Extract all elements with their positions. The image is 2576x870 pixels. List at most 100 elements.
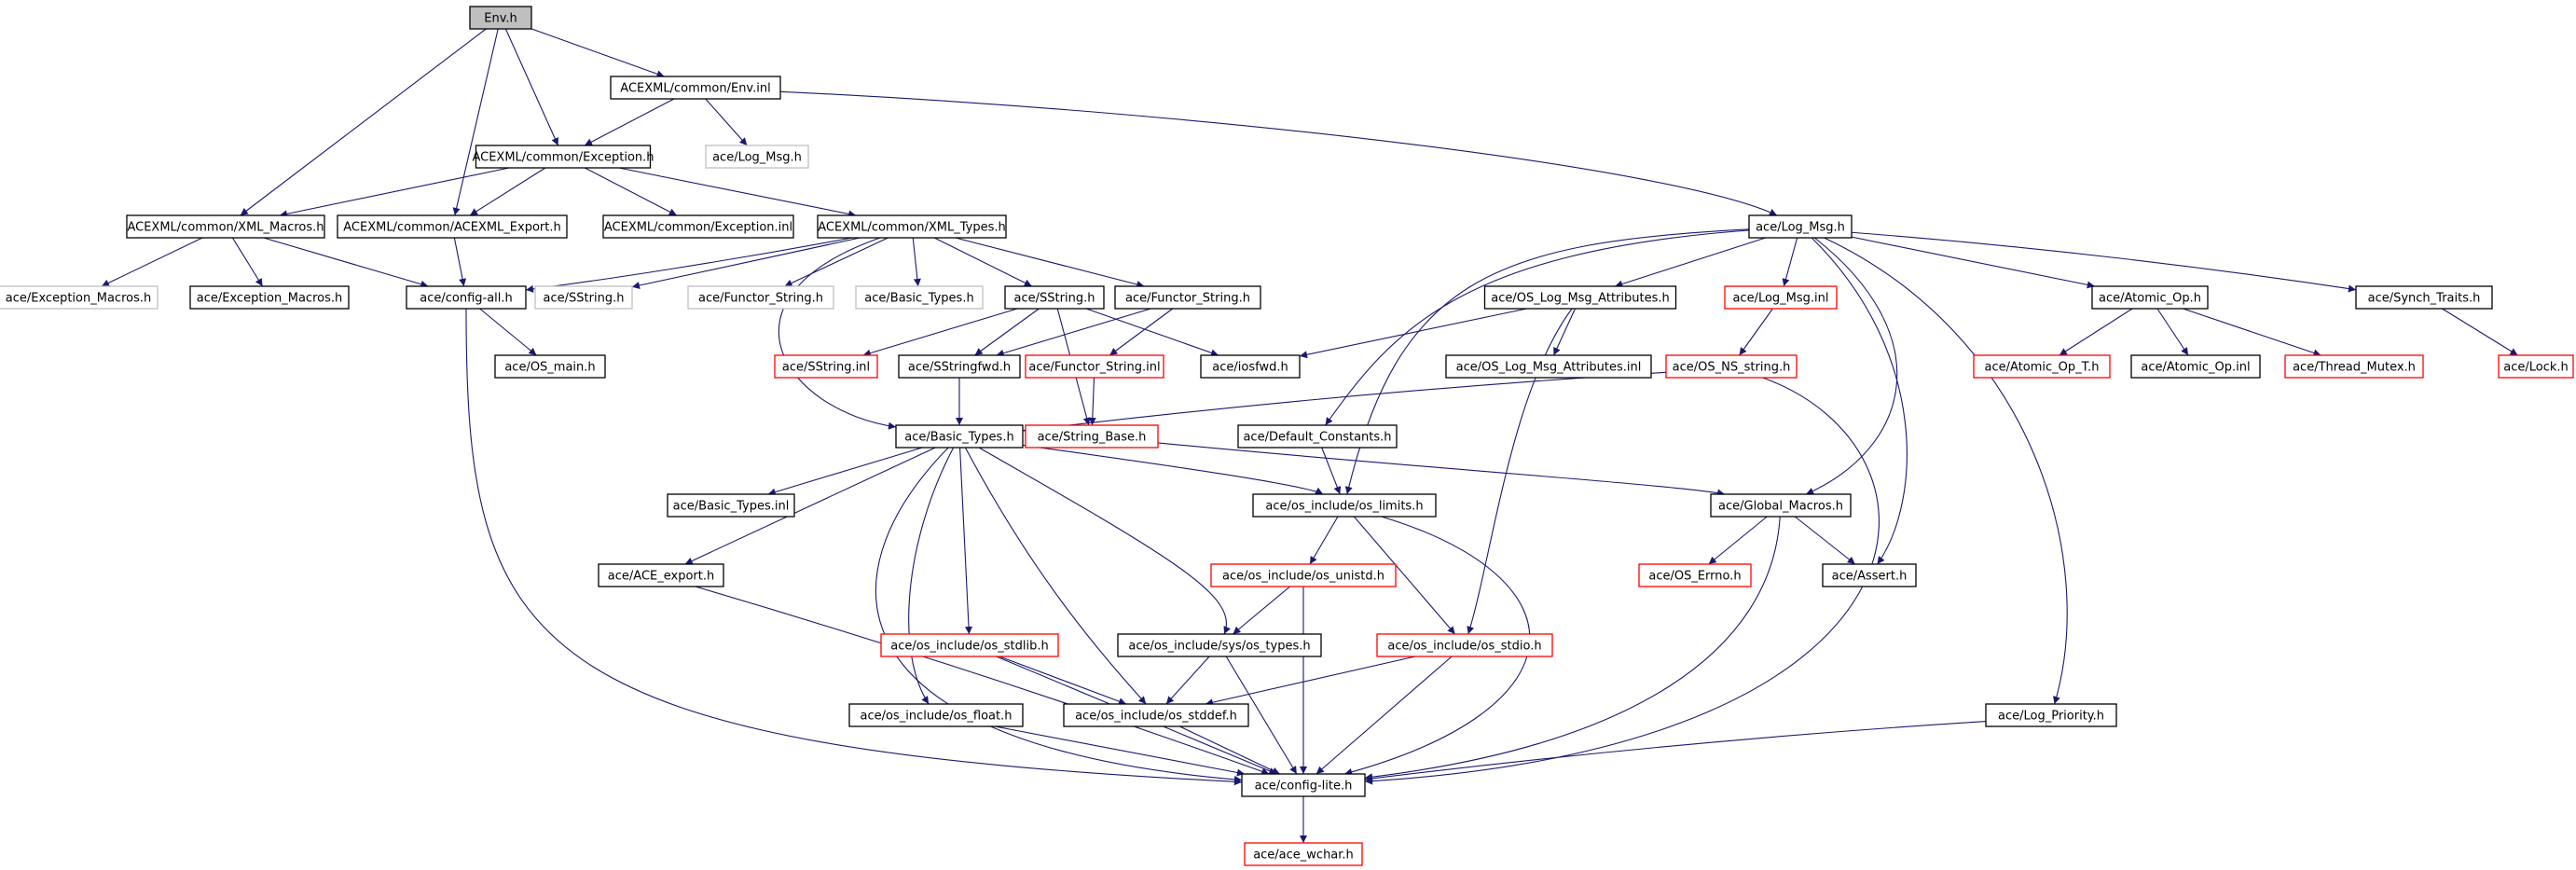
edge-acexml_export_h-to-config_all_h: [453, 237, 467, 287]
node-label: ace/Log_Msg.h: [712, 151, 802, 165]
node-xml_types_h[interactable]: ACEXML/common/XML_Types.h: [817, 214, 1007, 239]
node-box: [1252, 493, 1437, 518]
node-basic_types_inl[interactable]: ace/Basic_Types.inl: [667, 493, 795, 518]
node-label: ace/os_include/os_float.h: [860, 710, 1012, 724]
edge-os_log_msg_attr_h-to-os_stdio_h: [1467, 308, 1573, 635]
edge-atomic_op_h-to-thread_mutex_h: [2183, 308, 2321, 357]
node-label: ace/ace_wchar.h: [1253, 849, 1354, 863]
edge-basic_types_h-to-basic_types_inl: [767, 447, 923, 496]
node-iosfwd_h[interactable]: ace/iosfwd.h: [1200, 354, 1301, 379]
node-box: [1483, 285, 1677, 310]
node-sstring_h_ext[interactable]: ace/SString.h: [534, 285, 633, 310]
node-os_log_msg_attr_h[interactable]: ace/OS_Log_Msg_Attributes.h: [1483, 285, 1677, 310]
node-exc_macros_ext[interactable]: ace/Exception_Macros.h: [0, 285, 158, 310]
node-label: ace/Exception_Macros.h: [6, 292, 151, 306]
node-assert_h[interactable]: ace/Assert.h: [1822, 563, 1917, 587]
node-box: [1822, 563, 1917, 587]
node-os_stdlib_h[interactable]: ace/os_include/os_stdlib.h: [880, 633, 1059, 657]
edge-xml_macros_h-to-exc_macros_h: [231, 237, 264, 287]
node-box: [1025, 354, 1164, 379]
edge-env_h-to-xml_macros_h: [240, 28, 487, 216]
node-default_constants_h[interactable]: ace/Default_Constants.h: [1237, 424, 1398, 449]
node-label: ace/Functor_String.h: [1125, 292, 1250, 306]
node-log_msg_h[interactable]: ace/Log_Msg.h: [1748, 214, 1853, 239]
node-exception_inl[interactable]: ACEXML/common/Exception.inl: [602, 214, 794, 239]
node-atomic_op_t_h[interactable]: ace/Atomic_Op_T.h: [1973, 354, 2111, 379]
node-box: [406, 285, 527, 310]
node-label: ace/OS_NS_string.h: [1673, 361, 1791, 375]
node-layer: Env.hACEXML/common/Env.inlACEXML/common/…: [0, 6, 2574, 866]
edge-log_msg_h-to-os_log_msg_attr_h: [1615, 237, 1766, 288]
node-basic_types_ext[interactable]: ace/Basic_Types.h: [855, 285, 984, 310]
node-ace_export_h[interactable]: ace/ACE_export.h: [598, 563, 724, 587]
node-functor_string_inl[interactable]: ace/Functor_String.inl: [1025, 354, 1164, 379]
node-box: [2091, 285, 2209, 310]
node-label: ace/Log_Priority.h: [1998, 710, 2104, 724]
node-label: ace/String_Base.h: [1038, 431, 1147, 445]
node-synch_traits_h[interactable]: ace/Synch_Traits.h: [2355, 285, 2493, 310]
node-global_macros_h[interactable]: ace/Global_Macros.h: [1710, 493, 1852, 518]
node-os_errno_h[interactable]: ace/OS_Errno.h: [1638, 563, 1752, 587]
node-os_stddef_h[interactable]: ace/os_include/os_stddef.h: [1063, 703, 1249, 727]
node-label: ace/Basic_Types.h: [864, 292, 973, 306]
node-log_priority_h[interactable]: ace/Log_Priority.h: [1985, 703, 2117, 727]
node-atomic_op_inl[interactable]: ace/Atomic_Op.inl: [2130, 354, 2261, 379]
node-box: [898, 354, 1021, 379]
node-basic_types_h[interactable]: ace/Basic_Types.h: [895, 424, 1024, 449]
node-sstringfwd_h[interactable]: ace/SStringfwd.h: [898, 354, 1021, 379]
node-ace_wchar_h[interactable]: ace/ace_wchar.h: [1244, 842, 1363, 866]
node-atomic_op_h[interactable]: ace/Atomic_Op.h: [2091, 285, 2209, 310]
node-os_log_msg_attr_inl[interactable]: ace/OS_Log_Msg_Attributes.inl: [1445, 354, 1652, 379]
edge-env_inl-to-log_msg_h: [779, 90, 1778, 216]
node-exc_macros_h[interactable]: ace/Exception_Macros.h: [189, 285, 350, 310]
node-exception_h[interactable]: ACEXML/common/Exception.h: [472, 145, 654, 169]
node-config_lite_h[interactable]: ace/config-lite.h: [1241, 773, 1366, 797]
node-thread_mutex_h[interactable]: ace/Thread_Mutex.h: [2284, 354, 2424, 379]
node-box: [602, 214, 794, 239]
edge-os_log_msg_attr_h-to-iosfwd_h: [1299, 308, 1527, 359]
node-functor_string_ext[interactable]: ace/Functor_String.h: [687, 285, 834, 310]
edge-xml_types_h-to-sstring_h_ext: [631, 237, 861, 289]
node-string_base_h[interactable]: ace/String_Base.h: [1025, 424, 1159, 449]
edge-basic_types_h-to-os_stddef_h: [964, 447, 1147, 705]
edge-ace_export_h-to-config_lite_h: [695, 586, 1270, 776]
node-env_h[interactable]: Env.h: [469, 6, 532, 30]
node-box: [126, 214, 325, 239]
node-os_unistd_h[interactable]: ace/os_include/os_unistd.h: [1210, 563, 1397, 587]
node-label: ace/Log_Msg.h: [1756, 221, 1845, 235]
node-box: [337, 214, 568, 239]
edge-string_base_h-to-global_macros_h: [1157, 442, 1726, 497]
node-env_inl[interactable]: ACEXML/common/Env.inl: [610, 76, 781, 100]
node-box: [1237, 424, 1398, 449]
node-os_stdio_h[interactable]: ace/os_include/os_stdio.h: [1376, 633, 1553, 657]
node-label: ace/SString.h: [544, 292, 625, 306]
node-box: [1210, 563, 1397, 587]
node-acexml_export_h[interactable]: ACEXML/common/ACEXML_Export.h: [337, 214, 568, 239]
node-sstring_inl[interactable]: ace/SString.inl: [774, 354, 878, 379]
node-os_main_h[interactable]: ace/OS_main.h: [494, 354, 606, 379]
node-sstring_h[interactable]: ace/SString.h: [1004, 285, 1105, 310]
node-label: ace/Synch_Traits.h: [2368, 292, 2481, 306]
node-label: ace/os_include/os_stdlib.h: [890, 640, 1048, 654]
node-label: ace/iosfwd.h: [1212, 361, 1288, 375]
node-label: ace/Basic_Types.inl: [673, 500, 790, 514]
edge-xml_types_h-to-sstring_h: [933, 237, 1033, 287]
node-config_all_h[interactable]: ace/config-all.h: [406, 285, 527, 310]
node-functor_string_h[interactable]: ace/Functor_String.h: [1114, 285, 1261, 310]
node-xml_macros_h[interactable]: ACEXML/common/XML_Macros.h: [126, 214, 325, 239]
node-log_msg_inl[interactable]: ace/Log_Msg.inl: [1724, 285, 1838, 310]
edge-config_all_h-to-os_main_h: [479, 308, 537, 356]
node-box: [855, 285, 984, 310]
node-label: ACEXML/common/XML_Types.h: [818, 221, 1006, 235]
node-os_limits_h[interactable]: ace/os_include/os_limits.h: [1252, 493, 1437, 518]
node-os_types_h[interactable]: ace/os_include/sys/os_types.h: [1117, 633, 1322, 657]
node-log_msg_h_ext[interactable]: ace/Log_Msg.h: [705, 145, 809, 169]
node-lock_h[interactable]: ace/Lock.h: [2498, 354, 2574, 379]
node-label: ace/Functor_String.inl: [1028, 361, 1160, 375]
edge-os_log_msg_attr_h-to-os_log_msg_attr_inl: [1553, 308, 1576, 356]
node-os_float_h[interactable]: ace/os_include/os_float.h: [848, 703, 1024, 727]
node-label: ace/Atomic_Op.inl: [2141, 361, 2250, 375]
node-label: ace/config-all.h: [420, 292, 513, 306]
node-os_ns_string_h[interactable]: ace/OS_NS_string.h: [1665, 354, 1798, 379]
node-box: [2498, 354, 2574, 379]
